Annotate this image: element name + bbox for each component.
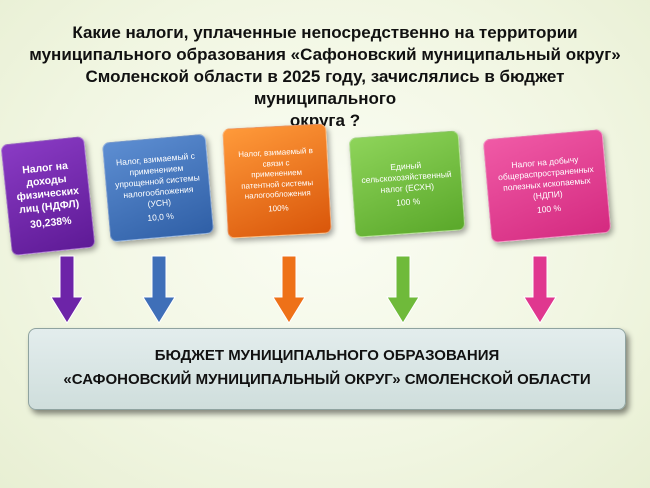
tax-card-value: 10,0 %	[146, 210, 175, 223]
down-arrow-icon	[50, 255, 84, 324]
tax-card-value: 100 %	[395, 195, 421, 208]
down-arrow-icon	[142, 255, 176, 324]
down-arrow-icon	[272, 255, 306, 324]
arrow-shape	[50, 255, 84, 324]
budget-line-2: «САФОНОВСКИЙ МУНИЦИПАЛЬНЫЙ ОКРУГ» СМОЛЕН…	[63, 371, 591, 388]
down-arrow-icon	[523, 255, 557, 324]
tax-card-usn: Налог, взимаемый с применением упрощенно…	[101, 133, 215, 243]
tax-card-name: Налог, взимаемый в связи с применением п…	[237, 146, 314, 201]
arrow-shape	[386, 255, 420, 324]
tax-card-name: Налог на добычу общераспространенных пол…	[497, 154, 594, 202]
tax-card-value: 100 %	[536, 202, 562, 215]
arrow-shape	[523, 255, 557, 324]
page-title: Какие налоги, уплаченные непосредственно…	[29, 23, 621, 130]
municipal-budget-box: БЮДЖЕТ МУНИЦИПАЛЬНОГО ОБРАЗОВАНИЯ «САФОН…	[28, 328, 626, 410]
tax-card-value: 30,238%	[29, 214, 73, 231]
tax-card-ndpi: Налог на добычу общераспространенных пол…	[482, 128, 612, 244]
arrow-shape	[272, 255, 306, 324]
tax-card-name: Единый сельскохозяйственный налог (ЕСХН)	[361, 159, 452, 195]
tax-card-value: 100%	[267, 202, 289, 213]
tax-card-name: Налог, взимаемый с применением упрощенно…	[114, 150, 201, 209]
budget-line-1: БЮДЖЕТ МУНИЦИПАЛЬНОГО ОБРАЗОВАНИЯ	[154, 347, 500, 364]
tax-card-ndfl: Налог на доходы физических лиц (НДФЛ) 30…	[0, 135, 96, 257]
tax-card-eshn: Единый сельскохозяйственный налог (ЕСХН)…	[348, 130, 466, 238]
tax-card-patent: Налог, взимаемый в связи с применением п…	[222, 123, 332, 239]
arrow-shape	[142, 255, 176, 324]
down-arrow-icon	[386, 255, 420, 324]
tax-card-name: Налог на доходы физических лиц (НДФЛ)	[16, 159, 80, 217]
